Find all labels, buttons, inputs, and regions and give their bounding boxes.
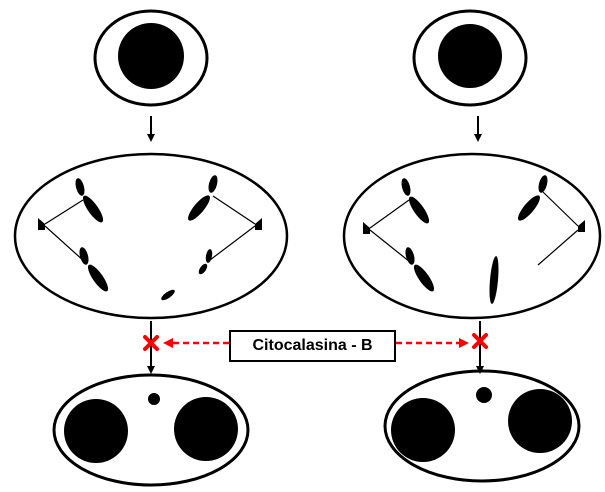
left-panel	[13, 9, 289, 487]
left-micronucleus	[148, 393, 160, 405]
left-daughter-nucleus-2	[174, 397, 238, 461]
left-spindle-fibers	[44, 195, 256, 263]
right-cell-interphase	[412, 9, 528, 107]
right-chromosomes	[401, 175, 548, 304]
right-cell-membrane	[412, 9, 528, 107]
left-nucleus	[118, 23, 184, 89]
left-x-mark-icon	[143, 335, 159, 351]
right-micronucleus	[476, 387, 492, 403]
left-dividing-cell-membrane	[13, 152, 289, 320]
right-binucleated-membrane	[383, 369, 581, 483]
left-daughter-nucleus-1	[64, 399, 128, 463]
drug-label: Citocalasina - B	[229, 330, 396, 362]
left-cell-interphase	[93, 9, 209, 107]
right-pole-left	[363, 222, 370, 234]
right-lagging-chromosome	[489, 256, 499, 304]
right-pole-right	[578, 220, 585, 232]
left-binucleated-membrane	[52, 373, 250, 487]
right-x-mark-icon	[472, 333, 488, 349]
left-binucleated-cell	[52, 373, 250, 487]
left-pole-right	[255, 218, 262, 230]
right-daughter-nucleus-1	[391, 398, 455, 462]
right-dividing-cell-membrane	[342, 152, 602, 320]
right-binucleated-cell	[383, 369, 581, 483]
right-nucleus	[438, 24, 502, 88]
left-cell-membrane	[93, 9, 209, 107]
right-panel	[342, 9, 602, 483]
left-cell-anaphase	[13, 152, 289, 320]
left-chromosomes	[75, 175, 218, 301]
left-lagging-chromosome	[161, 289, 175, 301]
right-cell-anaphase	[342, 152, 602, 320]
right-daughter-nucleus-2	[508, 389, 572, 453]
left-pole-left	[38, 218, 45, 230]
right-spindle-fibers	[369, 191, 579, 266]
